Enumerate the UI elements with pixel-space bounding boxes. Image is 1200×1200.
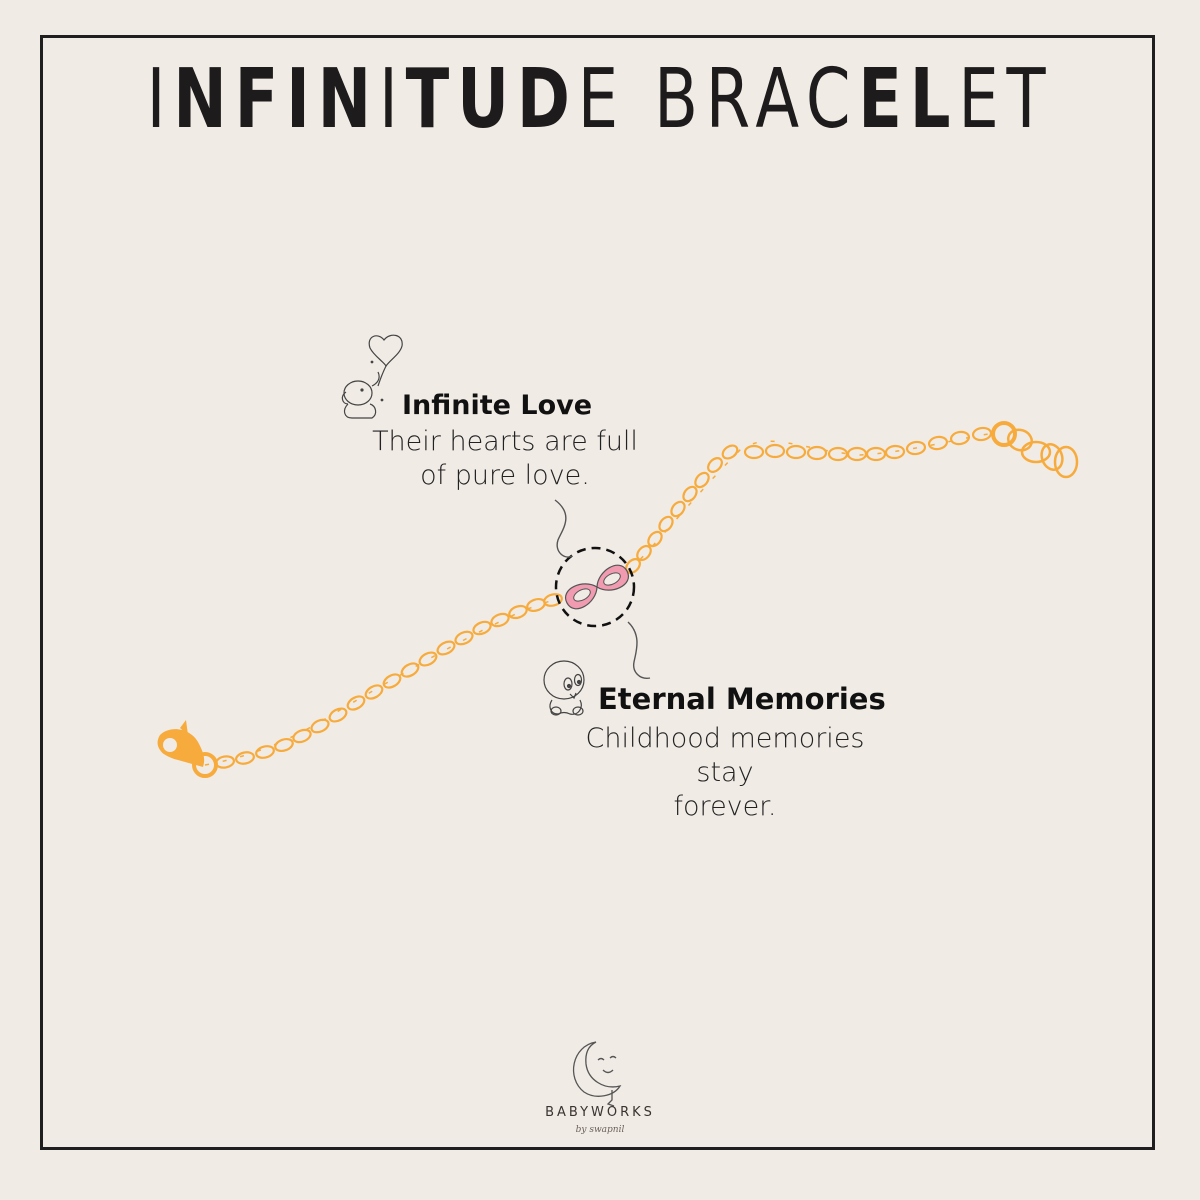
callout-title-infinite-love: Infinite Love [402,390,593,421]
title-part: E BRAC [577,52,859,147]
callout-body-line: Their hearts are full [372,426,638,457]
chain [204,421,1079,769]
brand-tagline: by swapnil [575,1125,625,1135]
callout-title-eternal-memories: Eternal Memories [598,682,886,716]
elephant-with-heart-balloon-icon [341,334,403,419]
title-part: NFIN [173,52,379,147]
title-part: I [378,52,406,147]
title-part: I [146,52,174,147]
callout-body-line: Childhood memories stay [585,723,865,788]
title-part: TUD [405,52,578,147]
connector-line-top [554,499,573,558]
connector-line-bottom [627,621,651,679]
page-title: INFINITUDE BRACELET [132,55,1068,145]
charm-highlight-circle [554,546,636,628]
callout-body-line: of pure love. [420,460,590,491]
callout-body-infinite-love: Their hearts are full of pure love. [370,425,640,493]
lobster-clasp-icon [157,720,218,778]
border-frame [40,35,1155,1150]
title-part: ET [958,52,1054,147]
extender-chain [991,421,1079,479]
baby-bird-icon [543,660,585,716]
callout-body-eternal-memories: Childhood memories stay forever. [555,722,895,824]
title-part: EL [858,52,959,147]
callout-body-line: forever. [673,791,777,822]
smiling-crescent-moon-logo [573,1041,622,1107]
infinity-charm-icon [564,564,630,610]
brand-name: BABYWORKS [545,1105,655,1120]
